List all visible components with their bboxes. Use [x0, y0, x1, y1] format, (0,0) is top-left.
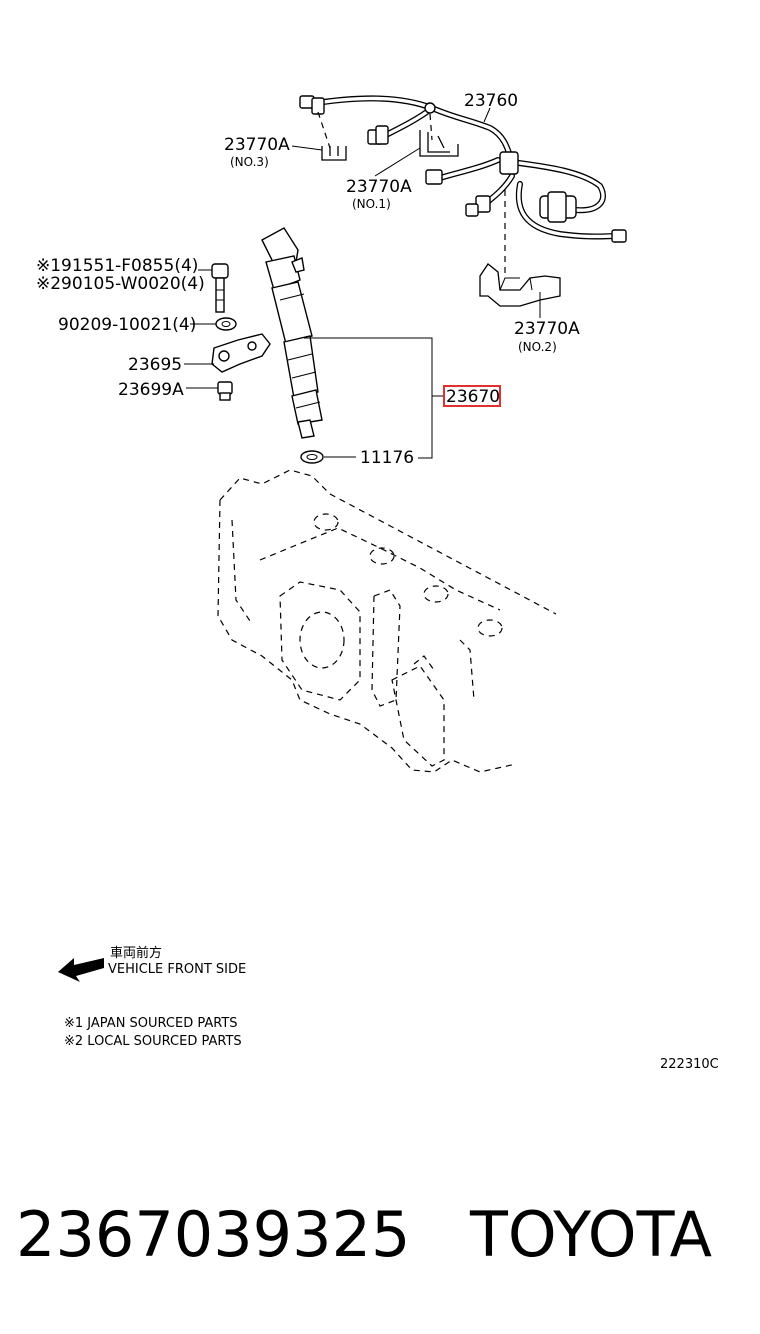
part-number: 2367039325 — [16, 1198, 410, 1271]
label-23760: 23760 — [464, 91, 518, 111]
fuel-hose-assembly — [299, 95, 627, 278]
leader-lines — [184, 107, 541, 459]
label-clamp-no2: 23770A — [514, 319, 580, 339]
label-clamp-no1: 23770A — [346, 177, 412, 197]
arrow-left-icon — [58, 958, 104, 982]
clamp-no1 — [419, 130, 459, 157]
label-bolt-local: ※290105-W0020(4) — [36, 274, 205, 294]
note-local-sourced: ※2 LOCAL SOURCED PARTS — [64, 1034, 242, 1049]
cylinder-head-outline — [217, 469, 557, 773]
clamp-no2 — [479, 263, 561, 307]
label-23699a: 23699A — [118, 380, 184, 400]
clamp-no3 — [321, 146, 347, 161]
brand-name: TOYOTA — [469, 1198, 712, 1271]
direction-english: VEHICLE FRONT SIDE — [108, 962, 246, 977]
bolt — [211, 263, 229, 313]
injector-assembly — [261, 227, 323, 439]
diagram-code: 222310C — [660, 1057, 719, 1072]
note-japan-sourced: ※1 JAPAN SOURCED PARTS — [64, 1016, 238, 1031]
label-23695: 23695 — [128, 355, 182, 375]
vehicle-front-indicator — [58, 958, 104, 982]
nut — [217, 381, 233, 401]
label-clamp-no3-sub: (NO.3) — [230, 155, 269, 169]
label-clamp-no1-sub: (NO.1) — [352, 197, 391, 211]
direction-japanese: 車両前方 — [110, 945, 162, 961]
washer — [215, 317, 237, 331]
injector-highlight-box — [443, 385, 501, 407]
label-clamp-no2-sub: (NO.2) — [518, 340, 557, 354]
label-washer: 90209-10021(4) — [58, 315, 196, 335]
gasket — [300, 450, 324, 464]
injector-clamp — [211, 333, 271, 373]
label-bolt-japan: ※191551-F0855(4) — [36, 256, 198, 276]
label-23670[interactable]: 23670 — [446, 387, 500, 407]
label-11176: 11176 — [360, 448, 414, 468]
label-clamp-no3: 23770A — [224, 135, 290, 155]
